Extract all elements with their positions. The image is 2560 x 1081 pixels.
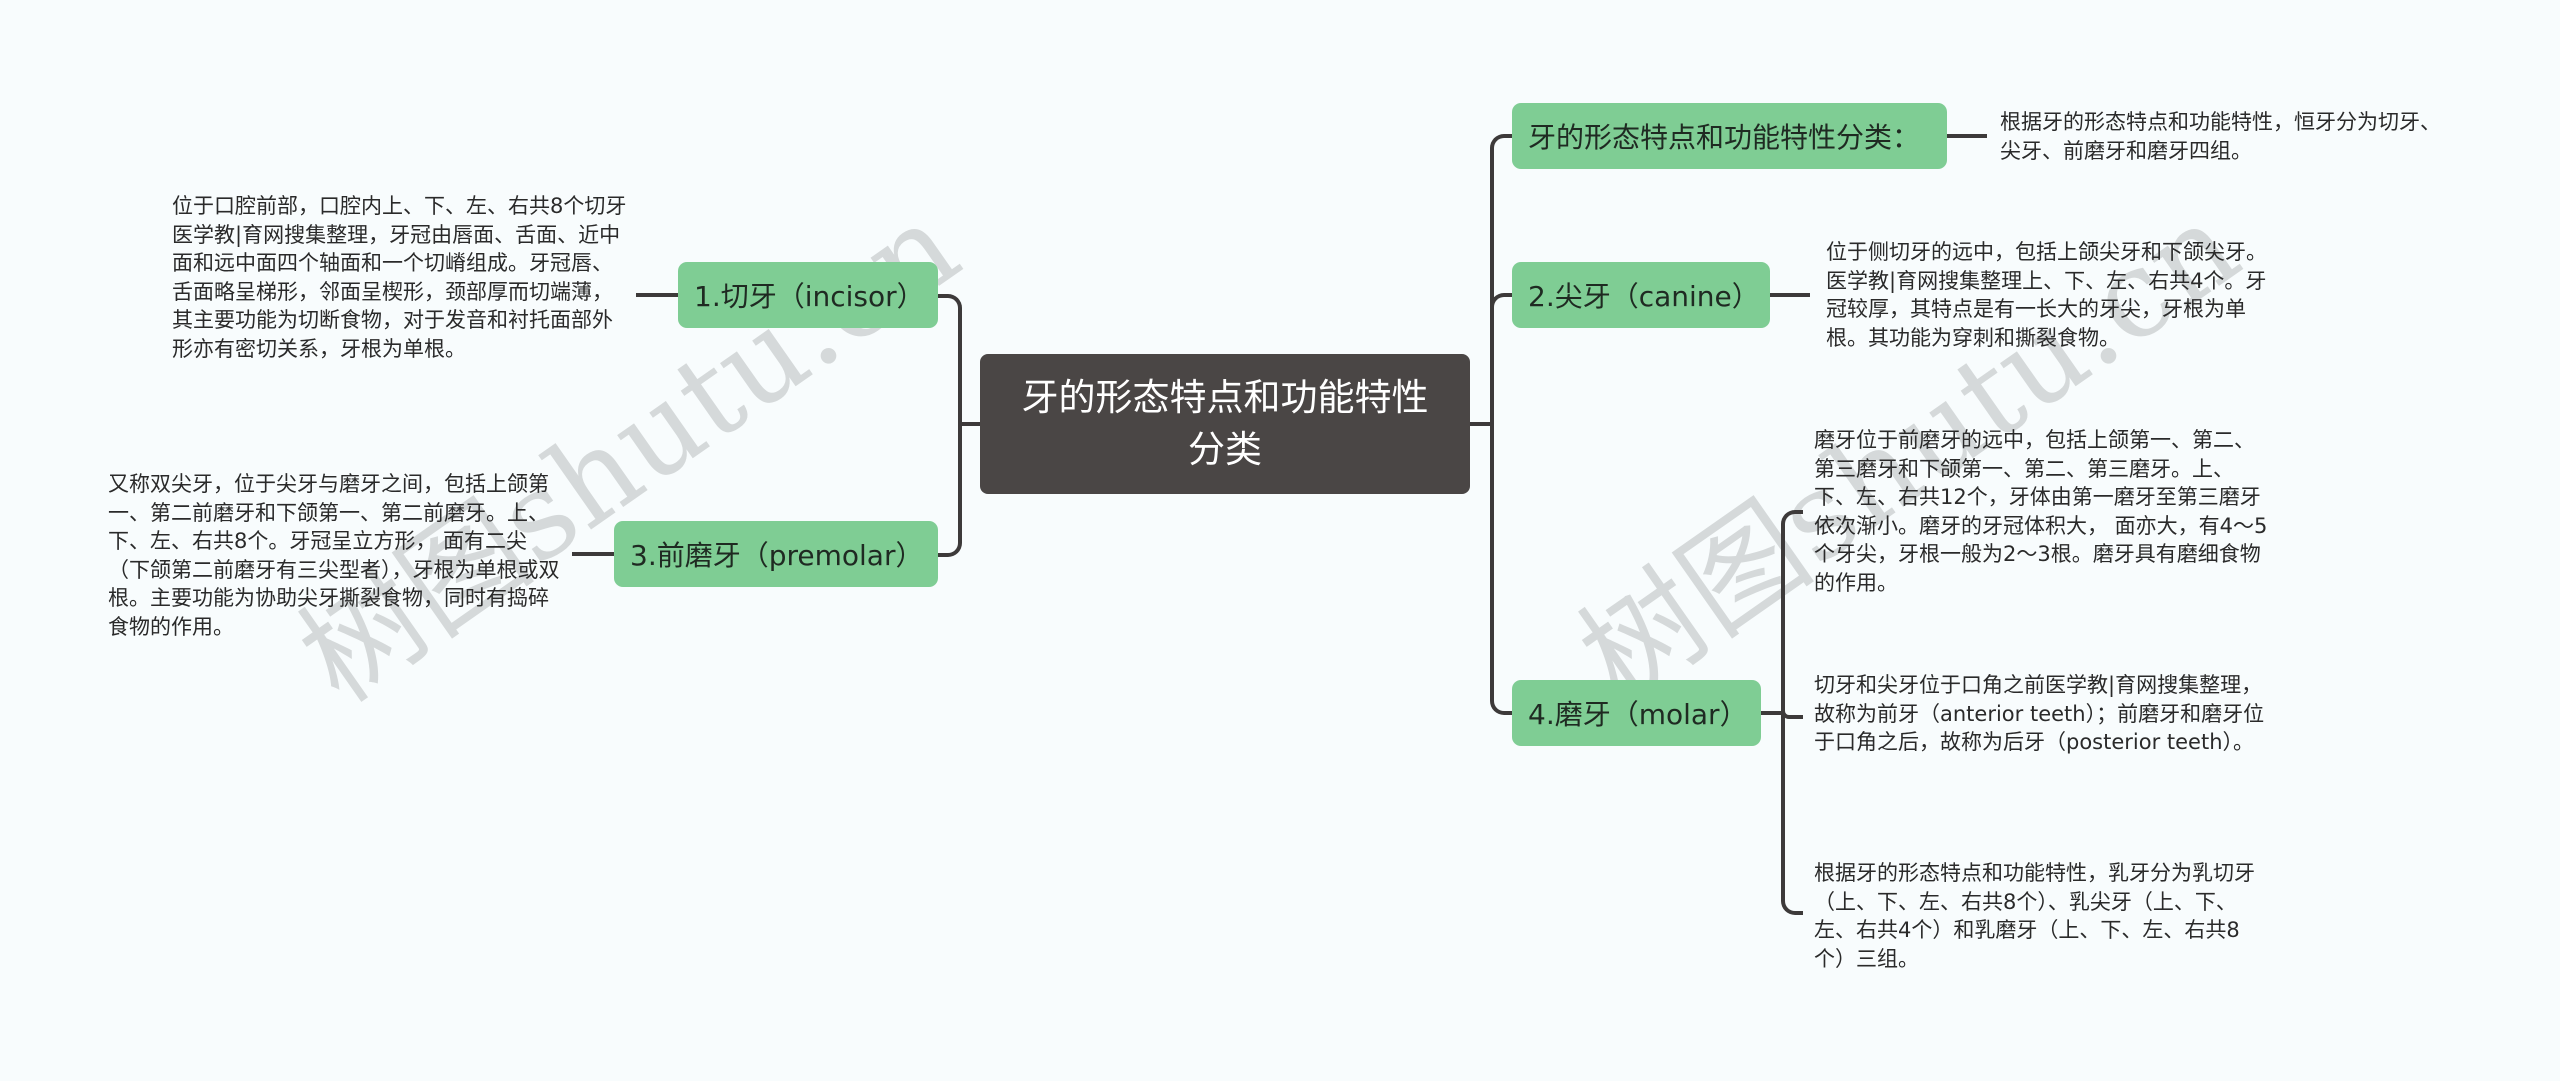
- connector-canine-desc: [1770, 293, 1810, 297]
- molar-description-3: 根据牙的形态特点和功能特性，乳牙分为乳切牙（上、下、左、右共8个）、乳尖牙（上、…: [1814, 861, 2255, 971]
- branch-molar-label: 4.磨牙（molar）: [1528, 698, 1748, 731]
- connector-right-trunk-top: [1490, 134, 1514, 426]
- branch-canine[interactable]: 2.尖牙（canine）: [1512, 262, 1770, 328]
- branch-classification[interactable]: 牙的形态特点和功能特性分类：: [1512, 103, 1947, 169]
- incisor-description: 位于口腔前部，口腔内上、下、左、右共8个切牙医学教|育网搜集整理，牙冠由唇面、舌…: [172, 194, 627, 361]
- connector-molar-bracket-bottom: [1781, 711, 1803, 915]
- branch-incisor[interactable]: 1.切牙（incisor）: [678, 262, 938, 328]
- root-node[interactable]: 牙的形态特点和功能特性分类: [980, 354, 1470, 494]
- connector-right-trunk-bottom: [1490, 422, 1514, 715]
- molar-description-1: 磨牙位于前磨牙的远中，包括上颌第一、第二、第三磨牙和下颌第一、第二、第三磨牙。上…: [1814, 428, 2268, 595]
- connector-top-desc: [1947, 134, 1987, 138]
- branch-molar[interactable]: 4.磨牙（molar）: [1512, 680, 1761, 746]
- premolar-description: 又称双尖牙，位于尖牙与磨牙之间，包括上颌第一、第二前磨牙和下颌第一、第二前磨牙。…: [108, 472, 560, 639]
- connector-premolar-desc: [572, 552, 614, 556]
- connector-molar-out: [1761, 711, 1785, 715]
- connector-root-right: [1470, 422, 1492, 426]
- classification-description: 根据牙的形态特点和功能特性，恒牙分为切牙、尖牙、前磨牙和磨牙四组。: [2000, 110, 2441, 163]
- branch-premolar[interactable]: 3.前磨牙（premolar）: [614, 521, 938, 587]
- branch-premolar-label: 3.前磨牙（premolar）: [630, 539, 924, 572]
- connector-root-left: [958, 422, 982, 426]
- branch-incisor-label: 1.切牙（incisor）: [694, 280, 925, 313]
- root-title: 牙的形态特点和功能特性分类: [1021, 376, 1429, 471]
- connector-incisor-desc: [636, 293, 678, 297]
- connector-left-trunk-bottom: [938, 422, 962, 557]
- branch-canine-label: 2.尖牙（canine）: [1528, 280, 1760, 313]
- branch-classification-label: 牙的形态特点和功能特性分类：: [1528, 121, 1921, 154]
- connector-molar-bracket-top: [1781, 510, 1803, 715]
- connector-left-trunk-top: [938, 294, 962, 426]
- molar-description-2: 切牙和尖牙位于口角之前医学教|育网搜集整理，故称为前牙（anterior tee…: [1814, 673, 2265, 754]
- canine-description: 位于侧切牙的远中，包括上颌尖牙和下颌尖牙。医学教|育网搜集整理上、下、左、右共4…: [1826, 240, 2267, 350]
- connector-right-canine: [1490, 293, 1514, 313]
